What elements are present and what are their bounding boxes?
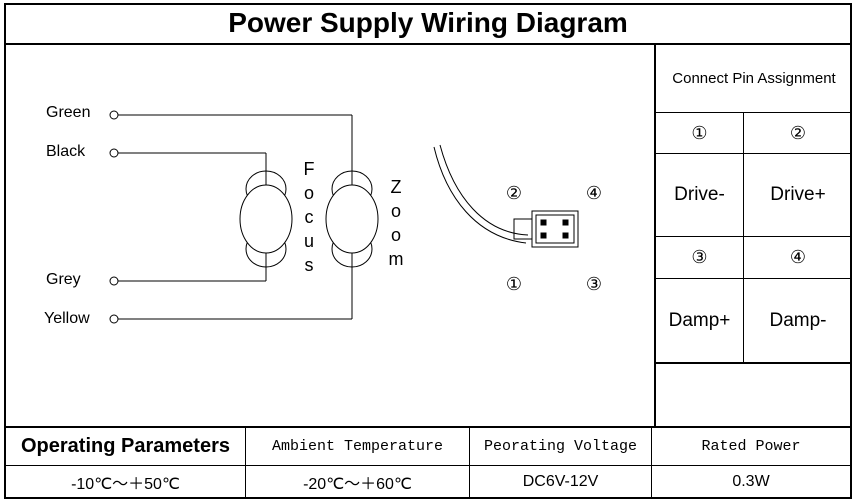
wire-label-grey: Grey <box>46 271 81 288</box>
svg-text:c: c <box>305 207 314 227</box>
svg-text:①: ① <box>506 274 522 294</box>
pin-label-1: Drive- <box>674 184 725 205</box>
param-col-divider <box>245 427 246 499</box>
wiring-diagram: Green Black Grey Yellow F o c u s Z o o … <box>44 104 602 327</box>
svg-text:F: F <box>304 159 315 179</box>
svg-text:o: o <box>304 183 314 203</box>
param-col-divider <box>469 427 470 499</box>
zoom-label: Z o o m <box>389 177 404 269</box>
svg-text:u: u <box>304 231 314 251</box>
diagram-divider <box>654 45 656 428</box>
ambient-temperature-value: -20℃～＋60℃ <box>303 476 412 493</box>
pin-number-4: ④ <box>789 247 807 268</box>
svg-text:o: o <box>391 201 401 221</box>
rated-power-value: 0.3W <box>732 473 770 490</box>
pin-label-4: Damp- <box>769 309 827 331</box>
pin-row-divider <box>656 153 852 154</box>
focus-coil <box>239 170 293 268</box>
svg-text:②: ② <box>506 183 522 203</box>
pin-number-1: ① <box>691 122 708 144</box>
operating-temperature-value: -10℃～＋50℃ <box>71 476 180 493</box>
svg-text:o: o <box>391 225 401 245</box>
pin-label-2: Drive+ <box>770 184 826 205</box>
ambient-temperature-header: Ambient Temperature <box>271 438 444 455</box>
cable-upper <box>433 146 527 244</box>
outer-frame <box>4 3 852 499</box>
svg-text:Z: Z <box>391 177 402 197</box>
pin-row-divider <box>656 278 852 279</box>
focus-label: F o c u s <box>304 159 315 275</box>
pin-row-divider <box>656 112 852 113</box>
rated-power-header: Rated Power <box>701 438 801 455</box>
connector-boot <box>513 218 533 240</box>
svg-text:④: ④ <box>586 183 602 203</box>
parameters-separator <box>4 426 852 428</box>
pin-number-3: ③ <box>691 247 708 268</box>
connector-pin-numbers: ② ④ ① ③ <box>506 183 602 294</box>
pin-col-divider <box>743 112 744 362</box>
pin-row-divider <box>656 236 852 237</box>
pin-assignment-header: Connect Pin Assignment <box>672 70 836 87</box>
page-title: Power Supply Wiring Diagram <box>4 3 852 45</box>
pin-table-bottom <box>656 362 852 364</box>
wire-label-yellow: Yellow <box>44 310 90 327</box>
wire-label-black: Black <box>46 143 86 160</box>
voltage-header: Peorating Voltage <box>483 438 638 455</box>
pin-label-3: Damp+ <box>668 309 731 331</box>
connector-housing <box>531 210 579 248</box>
svg-text:m: m <box>389 249 404 269</box>
param-row-divider <box>4 465 852 466</box>
wire-label-green: Green <box>46 104 90 121</box>
zoom-coil <box>325 170 379 268</box>
param-col-divider <box>651 427 652 499</box>
svg-text:s: s <box>305 255 314 275</box>
pin-number-2: ② <box>789 122 807 144</box>
voltage-value: DC6V-12V <box>522 473 599 490</box>
svg-text:③: ③ <box>586 274 602 294</box>
parameters-header: Operating Parameters <box>21 435 230 457</box>
